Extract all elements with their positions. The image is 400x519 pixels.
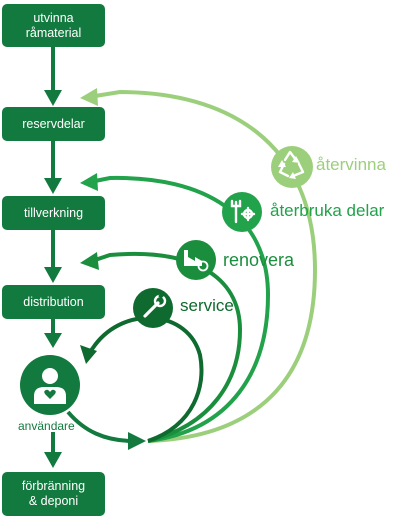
loop-recycle-label: återvinna bbox=[316, 155, 386, 174]
wrench-icon bbox=[133, 288, 173, 328]
loop-refurbish bbox=[80, 252, 243, 443]
stage-disposal: förbränning & deponi bbox=[2, 472, 105, 516]
tools-icon bbox=[222, 192, 262, 232]
main-flow-arrows bbox=[44, 47, 62, 468]
loop-reuse-parts-label: återbruka delar bbox=[270, 201, 385, 220]
stage-raw-materials: utvinna råmaterial bbox=[2, 4, 105, 47]
user-heart-icon bbox=[20, 355, 80, 415]
loop-recycle bbox=[80, 88, 318, 443]
stage-manufacturing: tillverkning bbox=[2, 196, 105, 230]
loop-reuse-parts bbox=[80, 173, 271, 443]
stage-user-label: användare bbox=[18, 419, 75, 433]
recycle-icon bbox=[271, 146, 313, 188]
loop-refurbish-label: renovera bbox=[223, 250, 295, 270]
stage-spare-parts-label: reservdelar bbox=[22, 116, 85, 131]
user-output-arrow bbox=[66, 410, 146, 450]
stage-disposal-label: förbränning & deponi bbox=[21, 479, 86, 508]
loop-service bbox=[80, 315, 204, 443]
factory-icon bbox=[176, 240, 216, 280]
stage-distribution: distribution bbox=[2, 285, 105, 319]
stage-manufacturing-label: tillverkning bbox=[23, 205, 84, 220]
stage-raw-materials-label: utvinna råmaterial bbox=[25, 10, 82, 40]
loop-service-label: service bbox=[180, 296, 234, 315]
stage-spare-parts: reservdelar bbox=[2, 107, 105, 141]
stage-distribution-label: distribution bbox=[23, 294, 84, 309]
